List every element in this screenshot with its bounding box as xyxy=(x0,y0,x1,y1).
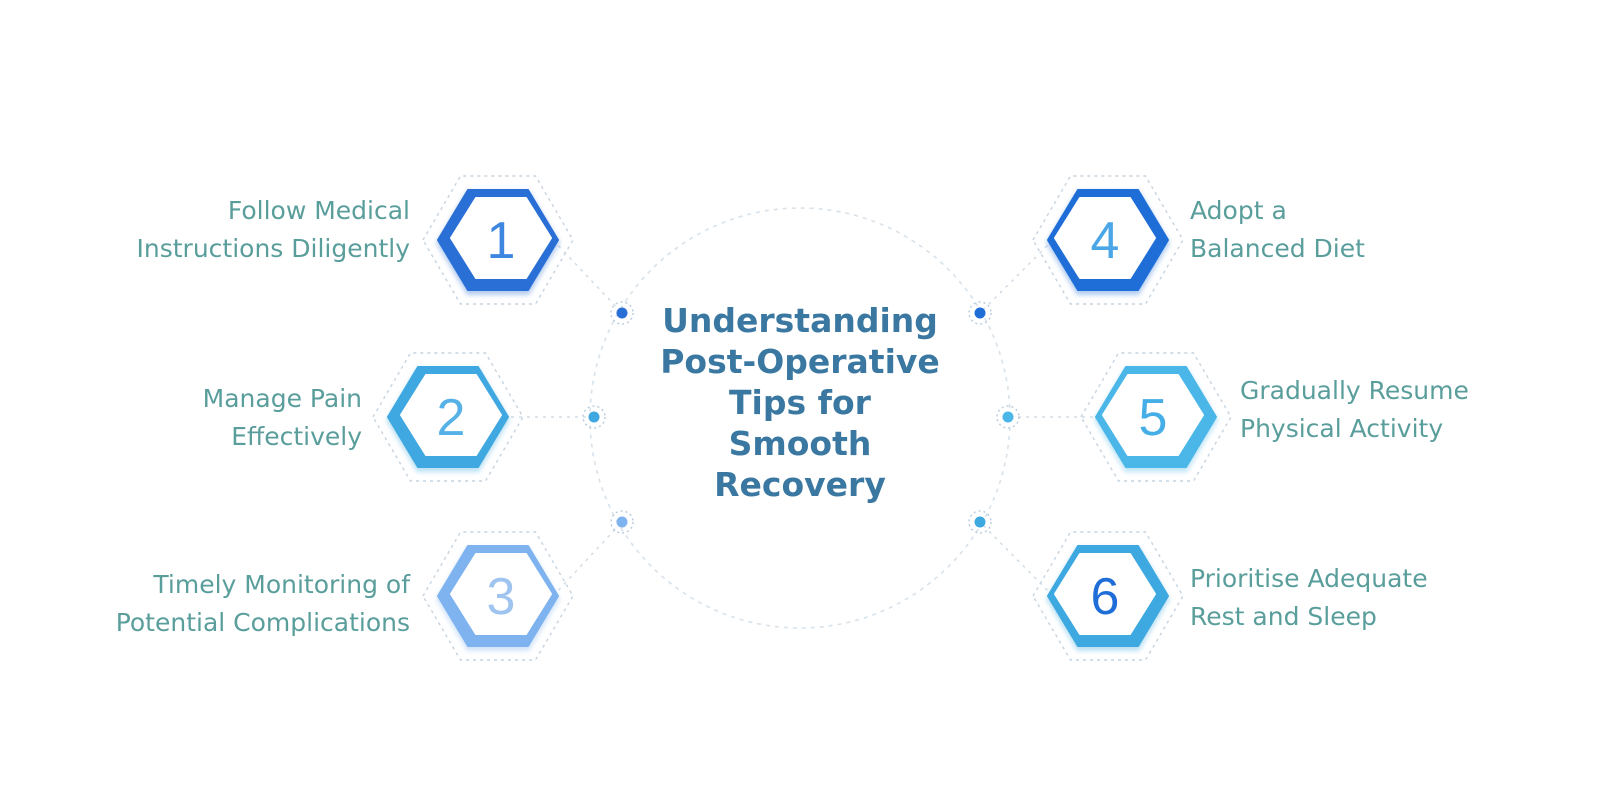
tip-hexagon-2: 2 xyxy=(372,352,524,482)
tip-label-line: Effectively xyxy=(231,422,362,451)
node-dot-ring xyxy=(610,510,634,534)
hexagon-outline-dashed xyxy=(422,531,574,661)
tip-label-5: Gradually Resume Physical Activity xyxy=(1240,372,1469,448)
connector-line xyxy=(979,521,1054,597)
tip-label-line: Potential Complications xyxy=(115,608,410,637)
node-dot xyxy=(616,307,628,319)
center-title: Understanding Post-Operative Tips for Sm… xyxy=(630,300,970,505)
title-line: Recovery xyxy=(714,465,886,504)
title-line: Smooth xyxy=(728,424,872,463)
node-dot xyxy=(974,516,986,528)
tip-hexagon-6: 6 xyxy=(1032,531,1184,661)
tip-number: 3 xyxy=(487,568,516,626)
connector-line xyxy=(979,239,1054,314)
tip-hexagon-1: 1 xyxy=(422,175,574,305)
tip-label-6: Prioritise Adequate Rest and Sleep xyxy=(1190,560,1428,636)
hexagon-outline-dashed xyxy=(422,175,574,305)
tip-hexagon-4: 4 xyxy=(1032,175,1184,305)
node-dot-ring xyxy=(582,405,606,429)
hexagon-inner xyxy=(1054,553,1156,635)
tip-hexagon-5: 5 xyxy=(1080,352,1232,482)
hexagon-outline-dashed xyxy=(1080,352,1232,482)
tip-label-line: Balanced Diet xyxy=(1190,234,1365,263)
hexagon-inner xyxy=(400,374,502,456)
hexagon-inner xyxy=(450,553,552,635)
node-dot xyxy=(588,411,600,423)
tip-label-line: Follow Medical xyxy=(227,196,410,225)
node-dot-ring xyxy=(968,510,992,534)
tip-label-line: Prioritise Adequate xyxy=(1190,564,1428,593)
connector-line xyxy=(552,521,623,597)
hexagon-outline-dashed xyxy=(1032,531,1184,661)
tip-number: 2 xyxy=(437,389,466,447)
tip-label-line: Physical Activity xyxy=(1240,414,1444,443)
tip-number: 6 xyxy=(1091,568,1120,626)
node-dot xyxy=(974,307,986,319)
tip-label-line: Gradually Resume xyxy=(1240,376,1469,405)
hexagon-inner xyxy=(1102,374,1204,456)
tip-label-3: Timely Monitoring of Potential Complicat… xyxy=(116,566,410,642)
node-dot xyxy=(1002,411,1014,423)
title-line: Understanding xyxy=(662,301,938,340)
hexagon-outline-dashed xyxy=(1032,175,1184,305)
node-dot-ring xyxy=(610,301,634,325)
tip-label-line: Adopt a xyxy=(1190,196,1287,225)
tip-label-4: Adopt a Balanced Diet xyxy=(1190,192,1365,268)
node-dot xyxy=(616,516,628,528)
tip-label-line: Rest and Sleep xyxy=(1190,602,1377,631)
tip-label-2: Manage Pain Effectively xyxy=(203,380,362,456)
tip-number: 5 xyxy=(1139,389,1168,447)
tip-label-line: Timely Monitoring of xyxy=(153,570,410,599)
connector-line xyxy=(552,239,623,314)
hexagon-outline-dashed xyxy=(372,352,524,482)
tip-number: 1 xyxy=(487,212,516,270)
hexagon-inner xyxy=(450,197,552,279)
tip-number: 4 xyxy=(1091,212,1120,270)
tip-hexagon-3: 3 xyxy=(422,531,574,661)
node-dot-ring xyxy=(968,301,992,325)
tip-label-line: Manage Pain xyxy=(202,384,362,413)
hexagon-inner xyxy=(1054,197,1156,279)
title-line: Post-Operative xyxy=(660,342,940,381)
tip-label-line: Instructions Diligently xyxy=(136,234,411,263)
title-line: Tips for xyxy=(729,383,871,422)
node-dot-ring xyxy=(996,405,1020,429)
tip-label-1: Follow Medical Instructions Diligently xyxy=(137,192,411,268)
